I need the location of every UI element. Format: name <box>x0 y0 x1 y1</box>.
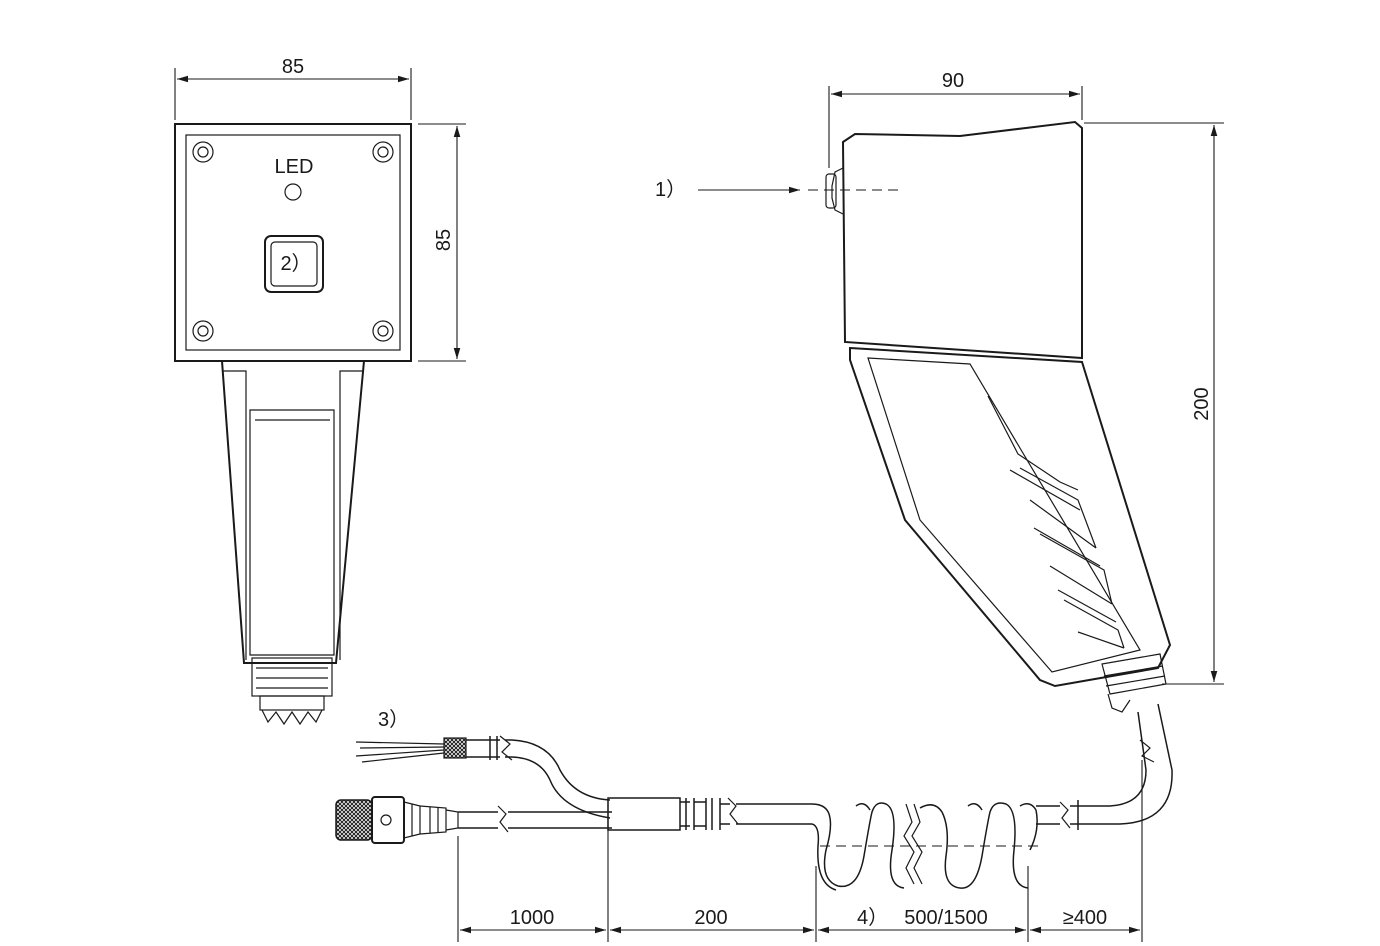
front-handle <box>221 360 365 726</box>
side-gland <box>1101 653 1167 713</box>
dim-cable-1000-label: 1000 <box>510 907 555 929</box>
push-button <box>264 235 324 293</box>
dim-min-400-label: ≥400 <box>1063 907 1107 929</box>
m12-connector <box>335 796 459 844</box>
note-2-label: 2） <box>280 252 311 275</box>
note-1-label: 1） <box>655 178 686 201</box>
dim-side-height-label: 200 <box>1191 387 1213 420</box>
dim-cable-200-label: 200 <box>694 907 727 929</box>
front-view: LED 2） 85 85 <box>174 56 466 726</box>
dim-side-height: 200 <box>1084 122 1224 685</box>
dim-front-width-label: 85 <box>282 56 304 78</box>
cable-assembly: 3） <box>335 703 1173 929</box>
dim-front-width: 85 <box>174 56 412 120</box>
screw-icon <box>192 141 394 342</box>
side-handle <box>849 346 1172 688</box>
side-view: 90 200 1） <box>655 70 1224 713</box>
dim-side-width-label: 90 <box>942 70 964 92</box>
note-3-label: 3） <box>378 708 409 731</box>
side-housing-upper <box>841 120 1083 360</box>
front-housing-outer <box>174 123 412 362</box>
led-indicator <box>284 183 302 201</box>
cable-dimensions: 1000 200 500/1500 ≥400 <box>457 760 1143 942</box>
front-housing-inner <box>185 134 401 351</box>
dim-front-height: 85 <box>418 123 466 362</box>
coil-cord <box>811 802 1040 891</box>
dim-side-width: 90 <box>828 70 1083 168</box>
side-button <box>825 173 837 209</box>
dim-front-height-label: 85 <box>433 229 455 251</box>
dim-coil-length-label: 500/1500 <box>904 907 987 929</box>
note-4-label: 4） <box>857 906 888 929</box>
led-label: LED <box>275 156 314 178</box>
